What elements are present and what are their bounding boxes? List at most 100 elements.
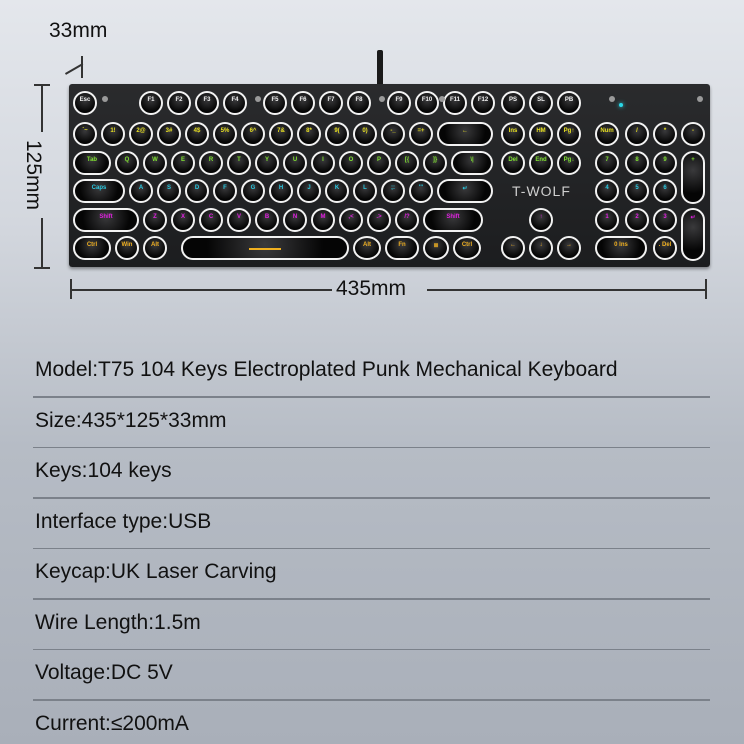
key-label: ↵ bbox=[690, 215, 696, 221]
key-bottom-row: Win bbox=[115, 236, 139, 260]
spec-separator bbox=[33, 547, 710, 549]
depth-dimension-label: 33mm bbox=[49, 19, 108, 42]
width-dimension-right-cap bbox=[705, 279, 707, 299]
key-function-row: F5 bbox=[263, 91, 287, 115]
key-qwerty-row: 9 bbox=[653, 151, 677, 175]
key-qwerty-row: R bbox=[199, 151, 223, 175]
key-number-row: 8* bbox=[297, 122, 321, 146]
key-label: Ins bbox=[508, 128, 518, 134]
key-label: U bbox=[292, 157, 298, 163]
key-qwerty-row: I bbox=[311, 151, 335, 175]
key-label: S bbox=[166, 185, 171, 191]
spec-row: Keys:104 keys bbox=[35, 459, 172, 482]
key-label: Z bbox=[153, 214, 157, 220]
key-label: 2@ bbox=[136, 128, 146, 134]
key-label: / bbox=[636, 128, 638, 134]
key-qwerty-row: 7 bbox=[595, 151, 619, 175]
key-home-row: G bbox=[241, 179, 265, 203]
key-bottom-row: Alt bbox=[353, 236, 381, 260]
key-label: K bbox=[334, 185, 340, 191]
brand-logo: T-WOLF bbox=[512, 183, 571, 199]
key-label: 6^ bbox=[249, 128, 257, 134]
key-label: ↵ bbox=[462, 186, 468, 192]
spec-row: Voltage:DC 5V bbox=[35, 661, 173, 684]
key-number-row: 2@ bbox=[129, 122, 153, 146]
key-label: F11 bbox=[449, 97, 460, 103]
spec-separator bbox=[33, 648, 710, 650]
key-number-row: 4$ bbox=[185, 122, 209, 146]
key-qwerty-row: ]} bbox=[423, 151, 447, 175]
key-home-row: S bbox=[157, 179, 181, 203]
key-function-row: F9 bbox=[387, 91, 411, 115]
key-home-row: '" bbox=[409, 179, 433, 203]
key-qwerty-row: + bbox=[681, 151, 705, 204]
usb-cable bbox=[377, 50, 383, 86]
key-label: Ctrl bbox=[86, 242, 98, 248]
key-label: * bbox=[663, 128, 667, 134]
key-shift-row: 3 bbox=[653, 208, 677, 232]
key-label: End bbox=[535, 157, 547, 163]
key-label: 4$ bbox=[193, 128, 201, 134]
screw bbox=[102, 96, 108, 102]
key-home-row: 4 bbox=[595, 179, 619, 203]
key-label: =+ bbox=[417, 128, 425, 134]
key-number-row: 1! bbox=[101, 122, 125, 146]
key-label: F12 bbox=[477, 97, 489, 103]
spec-row: Model:T75 104 Keys Electroplated Punk Me… bbox=[35, 358, 618, 381]
key-label: O bbox=[348, 157, 354, 163]
key-shift-row: N bbox=[283, 208, 307, 232]
key-label: B bbox=[264, 214, 270, 220]
key-label: F1 bbox=[147, 97, 155, 103]
key-label: F10 bbox=[421, 97, 433, 103]
key-number-row: =+ bbox=[409, 122, 433, 146]
key-label: F8 bbox=[355, 97, 363, 103]
height-dimension-line-bottom bbox=[41, 218, 43, 267]
key-qwerty-row: W bbox=[143, 151, 167, 175]
key-bottom-row: 0 Ins bbox=[595, 236, 647, 260]
key-home-row: L bbox=[353, 179, 377, 203]
key-function-row: F4 bbox=[223, 91, 247, 115]
key-label: R bbox=[208, 157, 214, 163]
spec-separator bbox=[33, 497, 710, 499]
key-shift-row: ↵ bbox=[681, 208, 705, 261]
key-home-row: 5 bbox=[625, 179, 649, 203]
key-function-row: F1 bbox=[139, 91, 163, 115]
depth-dimension-tick bbox=[81, 56, 83, 78]
key-number-row: 0) bbox=[353, 122, 377, 146]
key-home-row: K bbox=[325, 179, 349, 203]
width-dimension-line-left bbox=[70, 289, 332, 291]
key-number-row: Pg↑ bbox=[557, 122, 581, 146]
key-label: P bbox=[376, 157, 381, 163]
key-shift-row: V bbox=[227, 208, 251, 232]
key-bottom-row: Alt bbox=[143, 236, 167, 260]
key-number-row: 9( bbox=[325, 122, 349, 146]
key-label: 5% bbox=[220, 128, 230, 134]
key-home-row: Caps bbox=[73, 179, 125, 203]
key-label: V bbox=[236, 214, 241, 220]
key-label: F4 bbox=[231, 97, 239, 103]
key-label: [{ bbox=[404, 157, 410, 163]
height-dimension-line-top bbox=[41, 84, 43, 132]
key-number-row: 6^ bbox=[241, 122, 265, 146]
key-label: + bbox=[691, 157, 695, 163]
key-qwerty-row: End bbox=[529, 151, 553, 175]
key-function-row: PS bbox=[501, 91, 525, 115]
spec-row: Current:≤200mA bbox=[35, 711, 189, 735]
key-label: -_ bbox=[390, 128, 396, 134]
key-label: Caps bbox=[91, 185, 107, 191]
key-label: 0) bbox=[362, 128, 368, 134]
key-qwerty-row: Q bbox=[115, 151, 139, 175]
key-label: Del bbox=[508, 157, 518, 163]
key-qwerty-row: E bbox=[171, 151, 195, 175]
key-label bbox=[248, 248, 282, 250]
key-label: 6 bbox=[663, 185, 667, 191]
key-label: Tab bbox=[86, 157, 98, 163]
key-home-row: D bbox=[185, 179, 209, 203]
key-label: 9( bbox=[334, 128, 340, 134]
key-label: 2 bbox=[635, 214, 639, 220]
key-label: ↑ bbox=[539, 214, 543, 220]
key-label: Q bbox=[124, 157, 130, 163]
key-label: X bbox=[180, 214, 185, 220]
key-function-row: SL bbox=[529, 91, 553, 115]
